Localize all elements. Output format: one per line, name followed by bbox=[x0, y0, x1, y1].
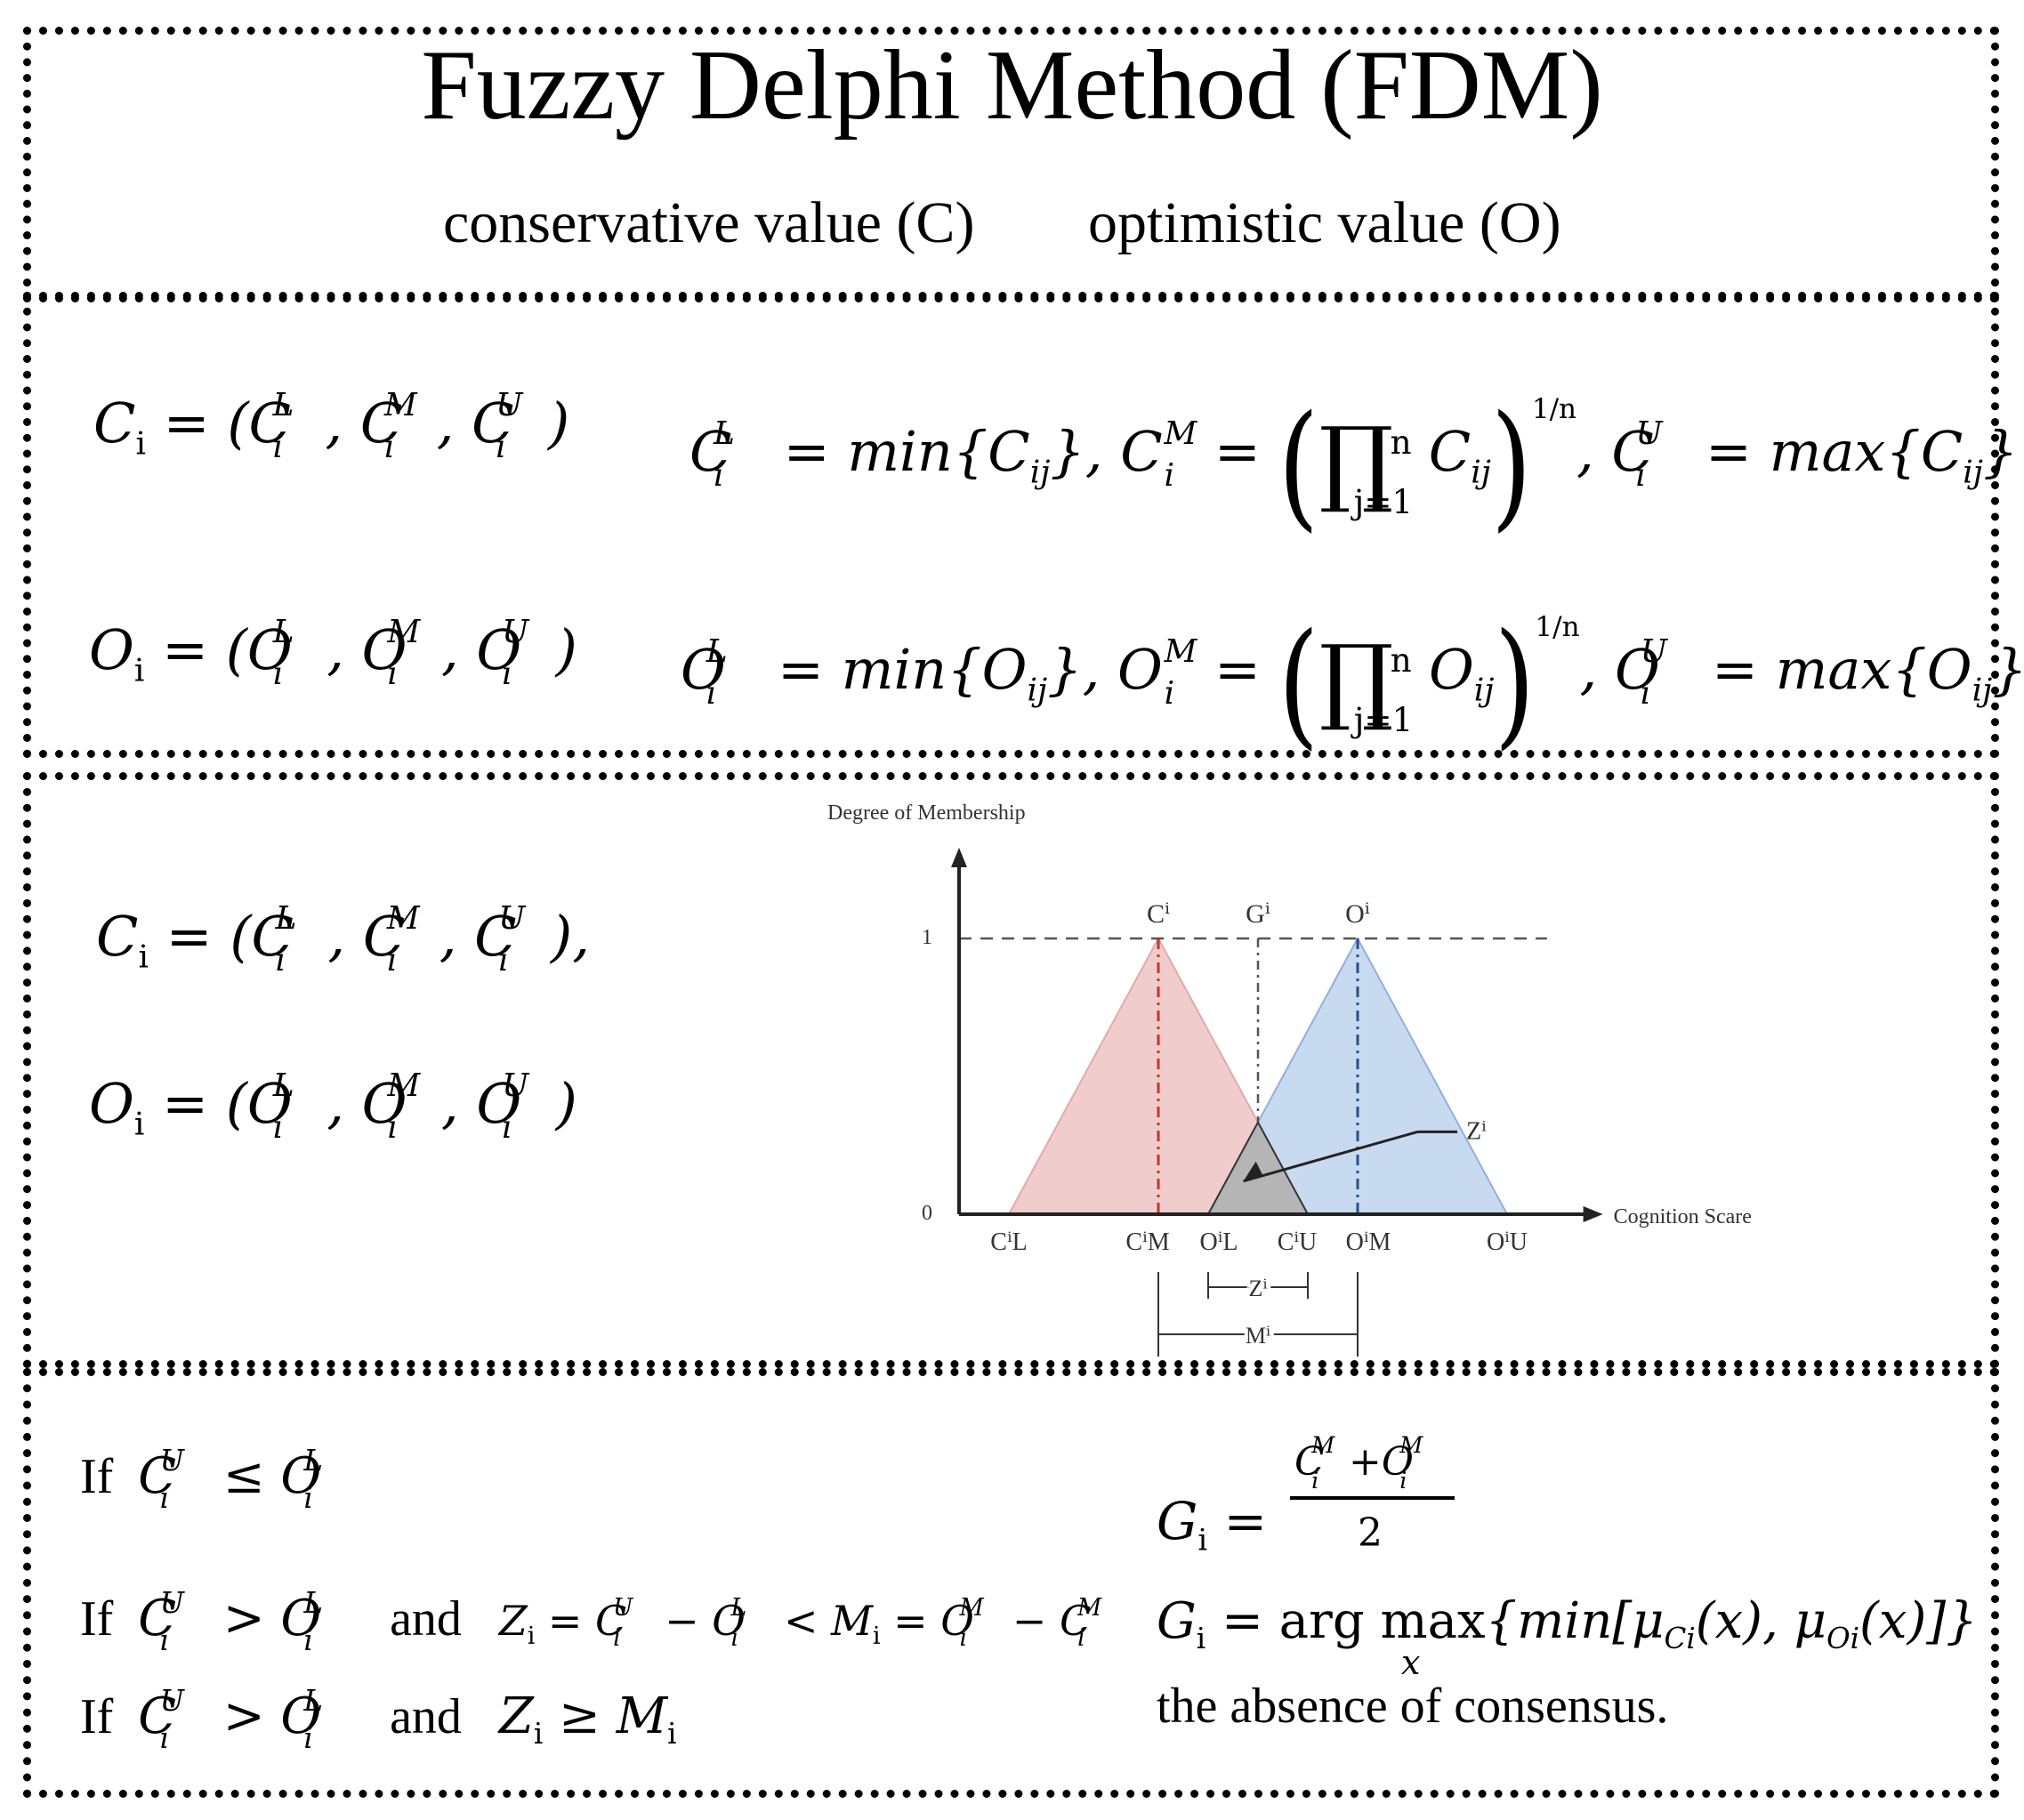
g-argmax-formula: Gi = arg max{min[μCi(x), μOi(x)]} bbox=[1157, 1592, 1978, 1656]
diagram-panel bbox=[23, 772, 1999, 1368]
no-consensus-text: the absence of consensus. bbox=[1157, 1679, 1669, 1734]
x-tick-label-0: CⁱL bbox=[990, 1228, 1027, 1256]
page-title: Fuzzy Delphi Method (FDM) bbox=[421, 30, 1603, 141]
y-tick-1: 1 bbox=[922, 926, 932, 949]
product-symbol: ∏ bbox=[1318, 407, 1394, 517]
x-axis-arrow bbox=[1583, 1206, 1603, 1222]
conditions-panel bbox=[23, 1368, 1999, 1798]
fraction-bar bbox=[1290, 1496, 1455, 1500]
top-label-0: Cⁱ bbox=[1147, 899, 1170, 929]
m-dimension-label: Mⁱ bbox=[1246, 1323, 1270, 1349]
x-tick-label-5: OⁱU bbox=[1487, 1228, 1528, 1256]
definitions-panel bbox=[23, 292, 1999, 758]
z-pointer-label: Zⁱ bbox=[1466, 1117, 1487, 1145]
x-axis-title: Cognition Scare bbox=[1614, 1205, 1752, 1228]
x-tick-label-2: OⁱL bbox=[1200, 1228, 1238, 1256]
x-tick-label-1: CⁱM bbox=[1125, 1228, 1169, 1256]
z-pointer-arrow bbox=[1243, 1161, 1263, 1181]
z-dimension-label: Zⁱ bbox=[1248, 1276, 1267, 1301]
x-tick-label-4: OⁱM bbox=[1346, 1228, 1391, 1256]
optimistic-label: optimistic value (O) bbox=[1088, 190, 1561, 255]
argmax-subscript: x bbox=[1401, 1643, 1421, 1682]
top-label-1: Gⁱ bbox=[1246, 899, 1270, 929]
y-axis-arrow bbox=[951, 848, 967, 867]
top-label-2: Oⁱ bbox=[1345, 899, 1370, 929]
conservative-label: conservative value (C) bbox=[443, 190, 975, 255]
y-axis-title: Degree of Membership bbox=[827, 801, 1026, 825]
y-tick-0: 0 bbox=[922, 1202, 932, 1225]
x-tick-label-3: CⁱU bbox=[1278, 1228, 1318, 1256]
z-pointer-line bbox=[1243, 1130, 1418, 1183]
